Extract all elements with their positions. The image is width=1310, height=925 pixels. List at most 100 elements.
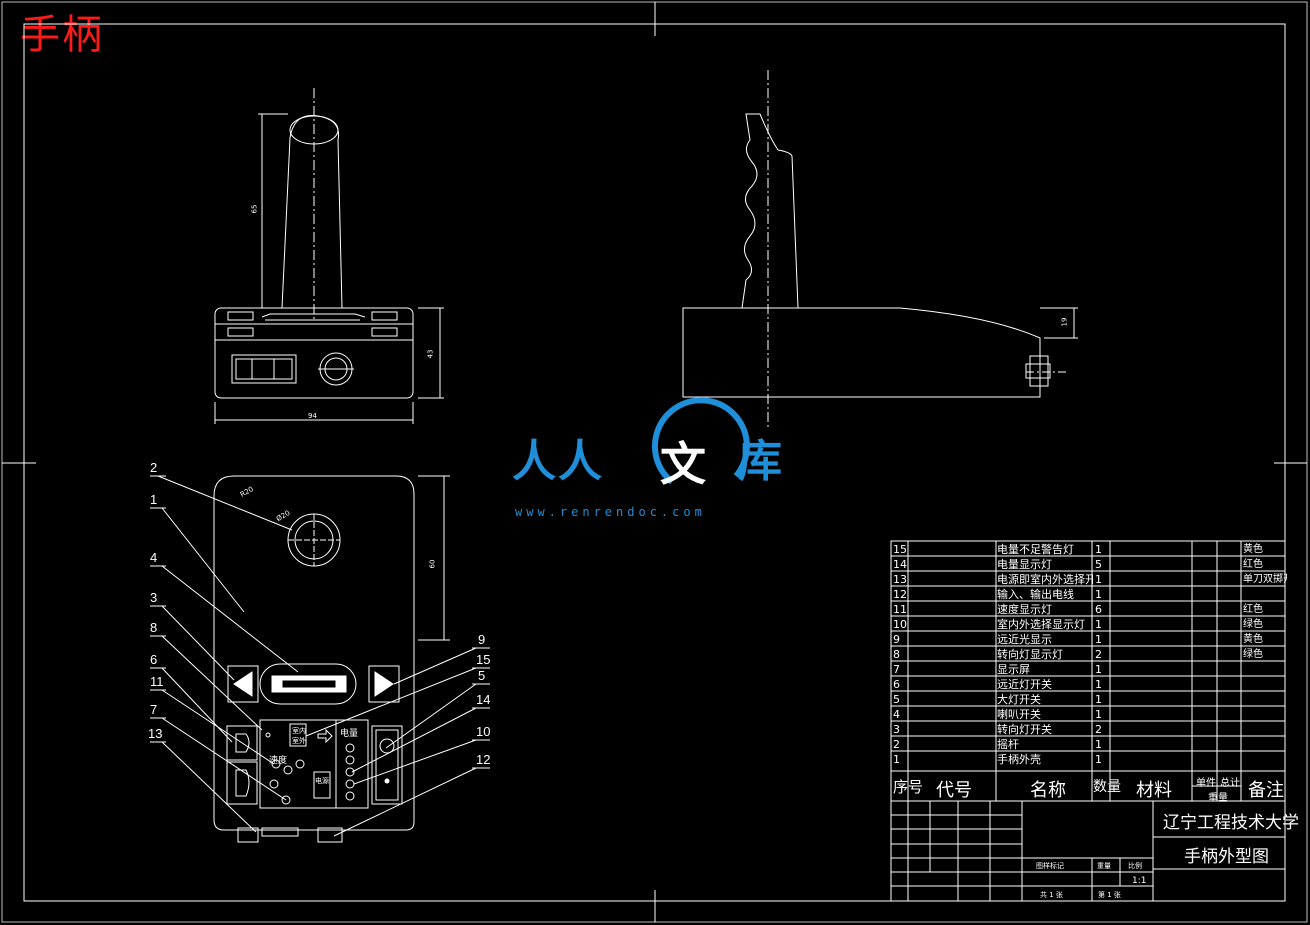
part-qty: 2	[1095, 648, 1102, 661]
watermark-url: www.renrendoc.com	[515, 505, 706, 519]
part-note: 绿色	[1243, 619, 1263, 630]
watermark-text-ku: 库	[738, 436, 782, 487]
part-name: 远近灯开关	[997, 678, 1052, 691]
row-number: 1	[893, 753, 900, 766]
part-note: 黄色	[1243, 634, 1263, 645]
part-qty: 1	[1095, 573, 1102, 586]
side-view	[682, 70, 1078, 430]
row-number: 7	[893, 663, 900, 676]
row-number: 4	[893, 708, 900, 721]
part-note: 红色	[1243, 559, 1263, 570]
row-number: 13	[893, 573, 907, 586]
header-no: 序号	[893, 778, 924, 796]
part-qty: 6	[1095, 603, 1102, 616]
part-name: 转向灯显示灯	[997, 648, 1063, 661]
header-name: 名称	[1030, 780, 1066, 801]
table-row: 5 大灯开关 1	[891, 692, 1285, 707]
part-name: 喇叭开关	[997, 708, 1041, 721]
part-qty: 1	[1095, 753, 1102, 766]
part-name: 转向灯开关	[997, 723, 1052, 736]
watermark-logo	[651, 397, 750, 485]
table-row: 6 远近灯开关 1	[891, 677, 1285, 692]
label-scale: 比例	[1128, 862, 1142, 870]
row-number: 5	[893, 693, 900, 706]
table-row: 4 喇叭开关 1	[891, 707, 1285, 722]
dimension-label: 43	[426, 349, 435, 359]
drawing-scale: 1:1	[1132, 876, 1147, 886]
part-name: 大灯开关	[997, 693, 1041, 706]
school-name: 辽宁工程技术大学	[1163, 813, 1299, 833]
part-qty: 1	[1095, 708, 1102, 721]
row-number: 9	[893, 633, 900, 646]
part-name: 电量显示灯	[997, 558, 1052, 571]
row-number: 2	[893, 738, 900, 751]
callout-label: 8	[150, 620, 158, 635]
callout-label: 4	[150, 550, 158, 565]
callout-label: 11	[150, 674, 164, 689]
dimension-label: 60	[428, 559, 437, 569]
front-view	[214, 88, 444, 424]
watermark-text-ren: 人人	[512, 436, 604, 487]
header-remark: 备注	[1248, 780, 1284, 801]
part-name: 显示屏	[997, 663, 1030, 676]
panel-label-indoor: 室内	[292, 727, 306, 735]
callout-label: 13	[148, 726, 163, 741]
callout-label: 7	[150, 702, 158, 717]
part-qty: 1	[1095, 633, 1102, 646]
part-note: 绿色	[1243, 649, 1263, 660]
panel-label-speed: 速度	[269, 756, 288, 766]
drawing-frame	[23, 23, 1286, 902]
callout-label: 6	[150, 652, 158, 667]
drawing-corner-title: 手柄	[20, 12, 104, 58]
row-number: 12	[893, 588, 907, 601]
row-number: 15	[893, 543, 907, 556]
callout-label: 9	[478, 632, 486, 647]
row-number: 11	[893, 603, 907, 616]
part-qty: 1	[1095, 678, 1102, 691]
header-total-weight: 总计	[1220, 778, 1240, 789]
part-name: 室内外选择显示灯	[997, 618, 1085, 631]
part-note: 红色	[1243, 604, 1263, 615]
part-name: 手柄外壳	[997, 753, 1041, 766]
callout-label: 12	[476, 752, 491, 767]
callout-label: 14	[476, 692, 491, 707]
part-name: 电量不足警告灯	[997, 543, 1074, 556]
row-number: 3	[893, 723, 900, 736]
header-weight: 重量	[1208, 793, 1228, 804]
callout-label: 1	[150, 492, 158, 507]
row-number: 6	[893, 678, 900, 691]
part-qty: 1	[1095, 738, 1102, 751]
part-name: 电源即室内外选择开关	[997, 573, 1093, 586]
part-qty: 1	[1095, 543, 1102, 556]
part-name: 摇杆	[997, 738, 1019, 751]
callout-label: 2	[150, 460, 158, 475]
part-qty: 1	[1095, 588, 1102, 601]
top-view	[150, 475, 490, 843]
part-name: 速度显示灯	[997, 603, 1052, 616]
watermark-text-wen: 文	[660, 437, 706, 491]
callout-label: 15	[476, 652, 491, 667]
drawing-name: 手柄外型图	[1184, 847, 1269, 867]
label-stage: 图样标记	[1036, 862, 1064, 870]
callout-label: 5	[478, 668, 486, 683]
label-sheet: 第 1 张	[1098, 891, 1121, 899]
title-block-grid	[890, 800, 1286, 902]
panel-label-power: 电源	[315, 777, 329, 785]
label-weight: 重量	[1097, 862, 1111, 870]
table-row: 8 转向灯显示灯 2 绿色	[891, 647, 1285, 662]
part-qty: 1	[1095, 663, 1102, 676]
table-row: 2 摇杆 1	[891, 737, 1285, 752]
row-number: 8	[893, 648, 900, 661]
panel-label-battery: 电量	[340, 729, 359, 739]
label-sheets: 共 1 张	[1040, 891, 1063, 899]
table-row: 13电源即室内外选择开关1单刀双掷开关	[891, 572, 1287, 587]
header-code: 代号	[936, 780, 972, 801]
part-qty: 1	[1095, 693, 1102, 706]
dimension-label: 94	[308, 412, 317, 420]
dimension-label: 65	[250, 204, 259, 214]
